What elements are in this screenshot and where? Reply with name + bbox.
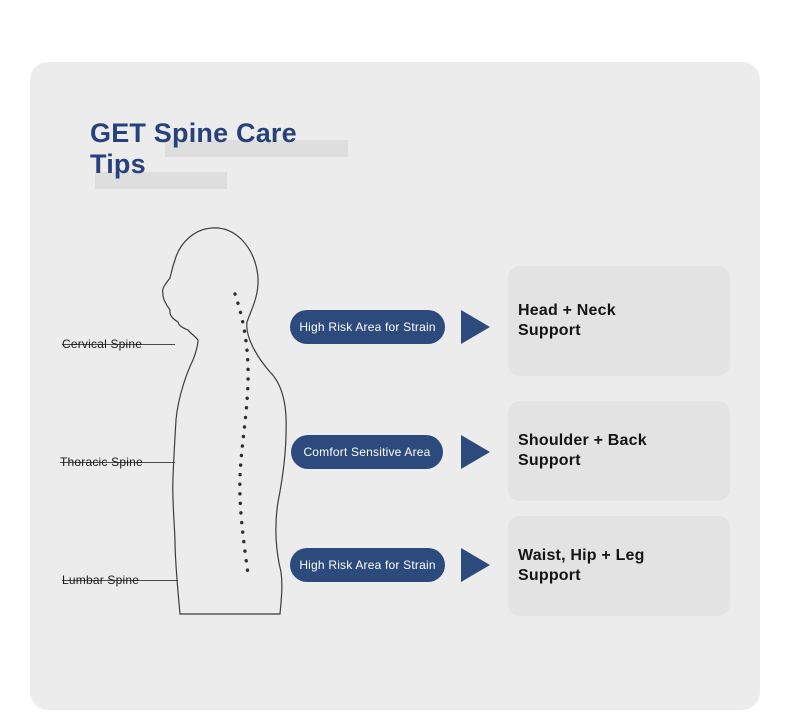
spine-dotted-line [233,292,250,576]
thoracic-leader-line [60,462,175,463]
right-arrow-icon-1 [461,310,490,344]
right-arrow-icon-2 [461,435,490,469]
support-card-shoulder-back: Shoulder + Back Support [508,401,730,501]
badge-comfort-sensitive: Comfort Sensitive Area [291,435,443,469]
right-arrow-icon-3 [461,548,490,582]
page-title: GET Spine Care Tips [90,118,410,180]
label-lumbar-spine: Lumbar Spine [62,573,140,587]
badge-high-risk-strain-2: High Risk Area for Strain [290,548,445,582]
support-card-text: Shoulder + Back Support [518,432,647,469]
lumbar-leader-line [62,580,178,581]
body-profile-illustration [162,227,287,615]
title-highlight-bar-2 [95,172,227,189]
page-title-line-2: Tips [90,149,146,179]
body-outline [162,227,287,615]
support-card-text: Head + Neck Support [518,302,616,339]
badge-high-risk-strain-1: High Risk Area for Strain [290,310,445,344]
support-card-text: Waist, Hip + Leg Support [518,547,645,584]
support-card-waist-hip-leg: Waist, Hip + Leg Support [508,516,730,616]
label-thoracic-spine: Thoracic Spine [60,455,143,469]
title-highlight-bar-1 [165,140,348,157]
support-card-head-neck: Head + Neck Support [508,266,730,376]
page-title-line-1: GET Spine Care [90,118,297,148]
cervical-leader-line [62,344,175,345]
label-cervical-spine: Cervical Spine [62,337,143,351]
